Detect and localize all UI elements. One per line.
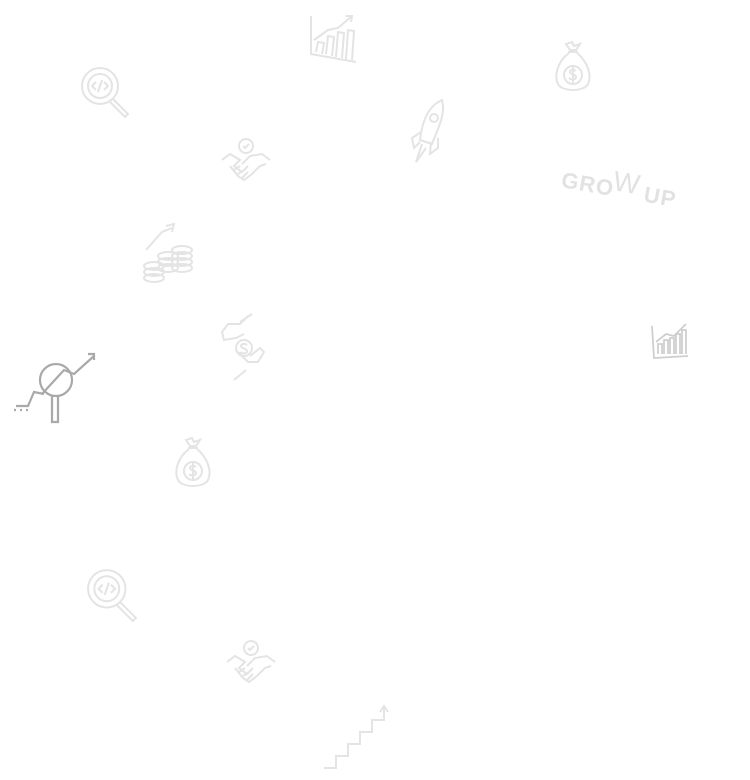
money-bag-icon	[552, 40, 594, 94]
coin-growth-icon	[140, 220, 196, 284]
analytics-icon	[14, 352, 100, 426]
chart-growth-icon	[650, 322, 690, 360]
code-search-icon	[80, 66, 132, 118]
grow-up-icon: GROW UP	[559, 165, 679, 212]
rocket-icon	[404, 98, 452, 166]
bar-chart-icon	[308, 12, 358, 66]
code-search-icon	[86, 568, 140, 622]
handshake-icon	[220, 136, 272, 186]
money-bag-icon	[172, 436, 214, 492]
stairs-growth-icon	[322, 704, 392, 772]
handshake-icon	[224, 638, 278, 688]
money-exchange-icon	[220, 312, 266, 384]
